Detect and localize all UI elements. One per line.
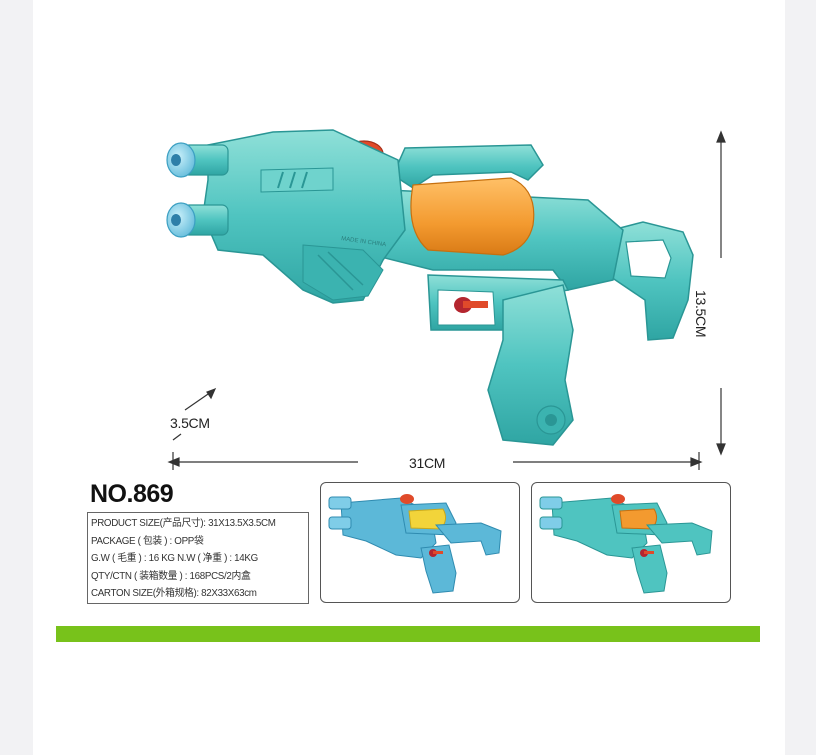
- water-gun-teal-image: [539, 494, 713, 594]
- spec-table: PRODUCT SIZE(产品尺寸): 31X13.5X3.5CM PACKAG…: [87, 512, 309, 604]
- variant-thumbnail-blue: [320, 482, 520, 603]
- width-dimension-label: 31CM: [409, 455, 446, 471]
- spec-package: PACKAGE ( 包装 ) : OPP袋: [91, 535, 204, 547]
- variant-thumbnail-teal: [531, 482, 731, 603]
- water-gun-main-image: MADE IN CHINA: [166, 129, 726, 470]
- spec-product-size: PRODUCT SIZE(产品尺寸): 31X13.5X3.5CM: [91, 518, 276, 529]
- spec-carton-size: CARTON SIZE(外箱规格): 82X33X63cm: [91, 588, 257, 600]
- model-number: NO.869: [90, 480, 174, 508]
- product-sheet: MADE IN CHINA 13.5CM 31CM 3.5CM NO.869 P…: [33, 0, 785, 755]
- spec-weight: G.W ( 毛重 ) : 16 KG N.W ( 净重 ) : 14KG: [91, 553, 258, 565]
- height-dimension-label: 13.5CM: [693, 290, 709, 338]
- spec-qty-per-carton: QTY/CTN ( 装箱数量 ) : 168PCS/2内盒: [91, 570, 251, 582]
- depth-dimension-label: 3.5CM: [170, 415, 210, 431]
- water-gun-blue-image: [328, 494, 502, 594]
- accent-divider-bar: [56, 626, 760, 642]
